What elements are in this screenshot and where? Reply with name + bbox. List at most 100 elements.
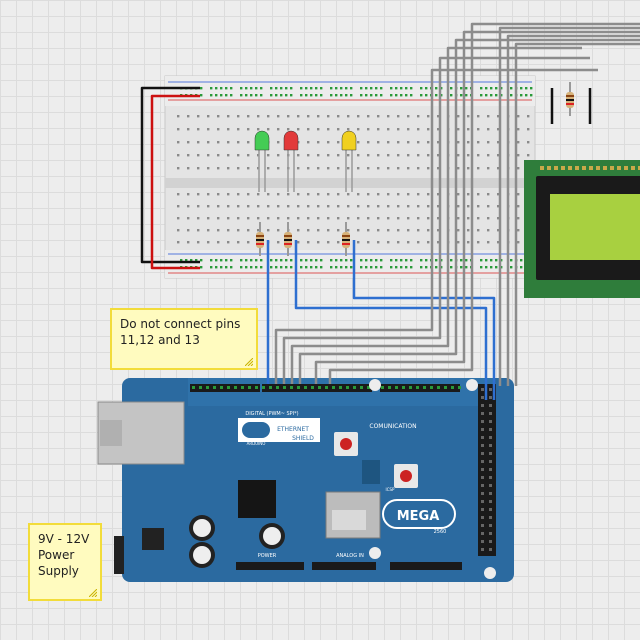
header-pin [395,386,398,389]
rail-hole [485,87,488,90]
rail-hole [490,266,493,269]
rail-hole [495,266,498,269]
terminal-hole [297,241,300,244]
terminal-hole [367,141,370,144]
rail-hole [275,94,278,97]
terminal-hole [517,217,520,220]
rail-hole [200,87,203,90]
leds [254,130,357,192]
terminal-hole [217,229,220,232]
header-pin [346,386,349,389]
rail-hole [510,266,513,269]
rail-hole [280,94,283,97]
terminal-hole [197,229,200,232]
header-right-double [478,384,496,556]
terminal-hole [277,241,280,244]
terminal-hole [197,115,200,118]
header-pin [353,386,356,389]
terminal-hole [237,115,240,118]
terminal-hole [207,205,210,208]
terminal-hole [197,193,200,196]
terminal-hole [307,115,310,118]
sd-card-insert [332,510,366,530]
lcd-pin-header [540,166,640,170]
rail-hole [465,87,468,90]
rail-hole [495,94,498,97]
terminal-hole [397,193,400,196]
lcd-pin [554,166,558,170]
terminal-hole [217,167,220,170]
rail-hole [285,266,288,269]
rail-hole [220,87,223,90]
terminal-hole [337,128,340,131]
header-pin [458,386,461,389]
reset-button-shield-cap[interactable] [340,438,352,450]
rail-hole [365,266,368,269]
terminal-hole [357,229,360,232]
rail-hole [450,266,453,269]
terminal-hole [187,205,190,208]
mount-hole-3 [369,547,381,559]
pins-warning-line-1: Do not connect pins [120,317,241,331]
terminal-hole [457,205,460,208]
rail-hole [185,259,188,262]
terminal-hole [197,217,200,220]
rail-hole [375,259,378,262]
terminal-hole [357,167,360,170]
rail-hole [285,259,288,262]
terminal-hole [417,115,420,118]
terminal-hole [477,167,480,170]
rail-hole [480,94,483,97]
terminal-hole [317,128,320,131]
terminal-hole [517,241,520,244]
terminal-hole [187,128,190,131]
rail-hole [290,94,293,97]
wire-lcd-data-3 [290,46,582,384]
terminal-hole [327,141,330,144]
terminal-hole [527,141,530,144]
rail-hole [250,87,253,90]
terminal-hole [367,217,370,220]
terminal-hole [227,128,230,131]
header-pin [481,508,484,511]
terminal-hole [527,115,530,118]
header-pin [489,548,492,551]
lcd-pin [624,166,628,170]
terminal-hole [377,193,380,196]
terminal-hole [467,115,470,118]
terminal-hole [357,141,360,144]
terminal-hole [437,193,440,196]
terminal-hole [347,217,350,220]
header-pin [481,532,484,535]
power-supply-note: 9V - 12V Power Supply [28,523,102,601]
led-red [283,130,299,151]
rail-hole [345,259,348,262]
terminal-hole [177,115,180,118]
wire-power [150,94,200,270]
rail-hole [230,259,233,262]
terminal-hole [177,241,180,244]
mega-logo-ring [382,499,456,529]
board-year: 2560 [434,529,447,535]
breadboard-center-channel [165,178,535,188]
reset-button-board-cap[interactable] [400,470,412,482]
wire-lcd-data-1 [274,68,598,384]
header-pin [489,452,492,455]
rail-hole [275,266,278,269]
rail-hole [330,94,333,97]
terminal-hole [437,115,440,118]
terminal-hole [197,141,200,144]
terminal-hole [357,241,360,244]
header-pin [481,500,484,503]
terminal-hole [377,154,380,157]
terminal-hole [207,141,210,144]
terminal-hole [287,217,290,220]
rail-hole [435,259,438,262]
lcd-pin [638,166,640,170]
rail-hole [460,87,463,90]
voltage-regulator [142,528,164,550]
terminal-hole [517,141,520,144]
rail-hole [340,259,343,262]
terminal-hole [237,205,240,208]
terminal-hole [377,241,380,244]
